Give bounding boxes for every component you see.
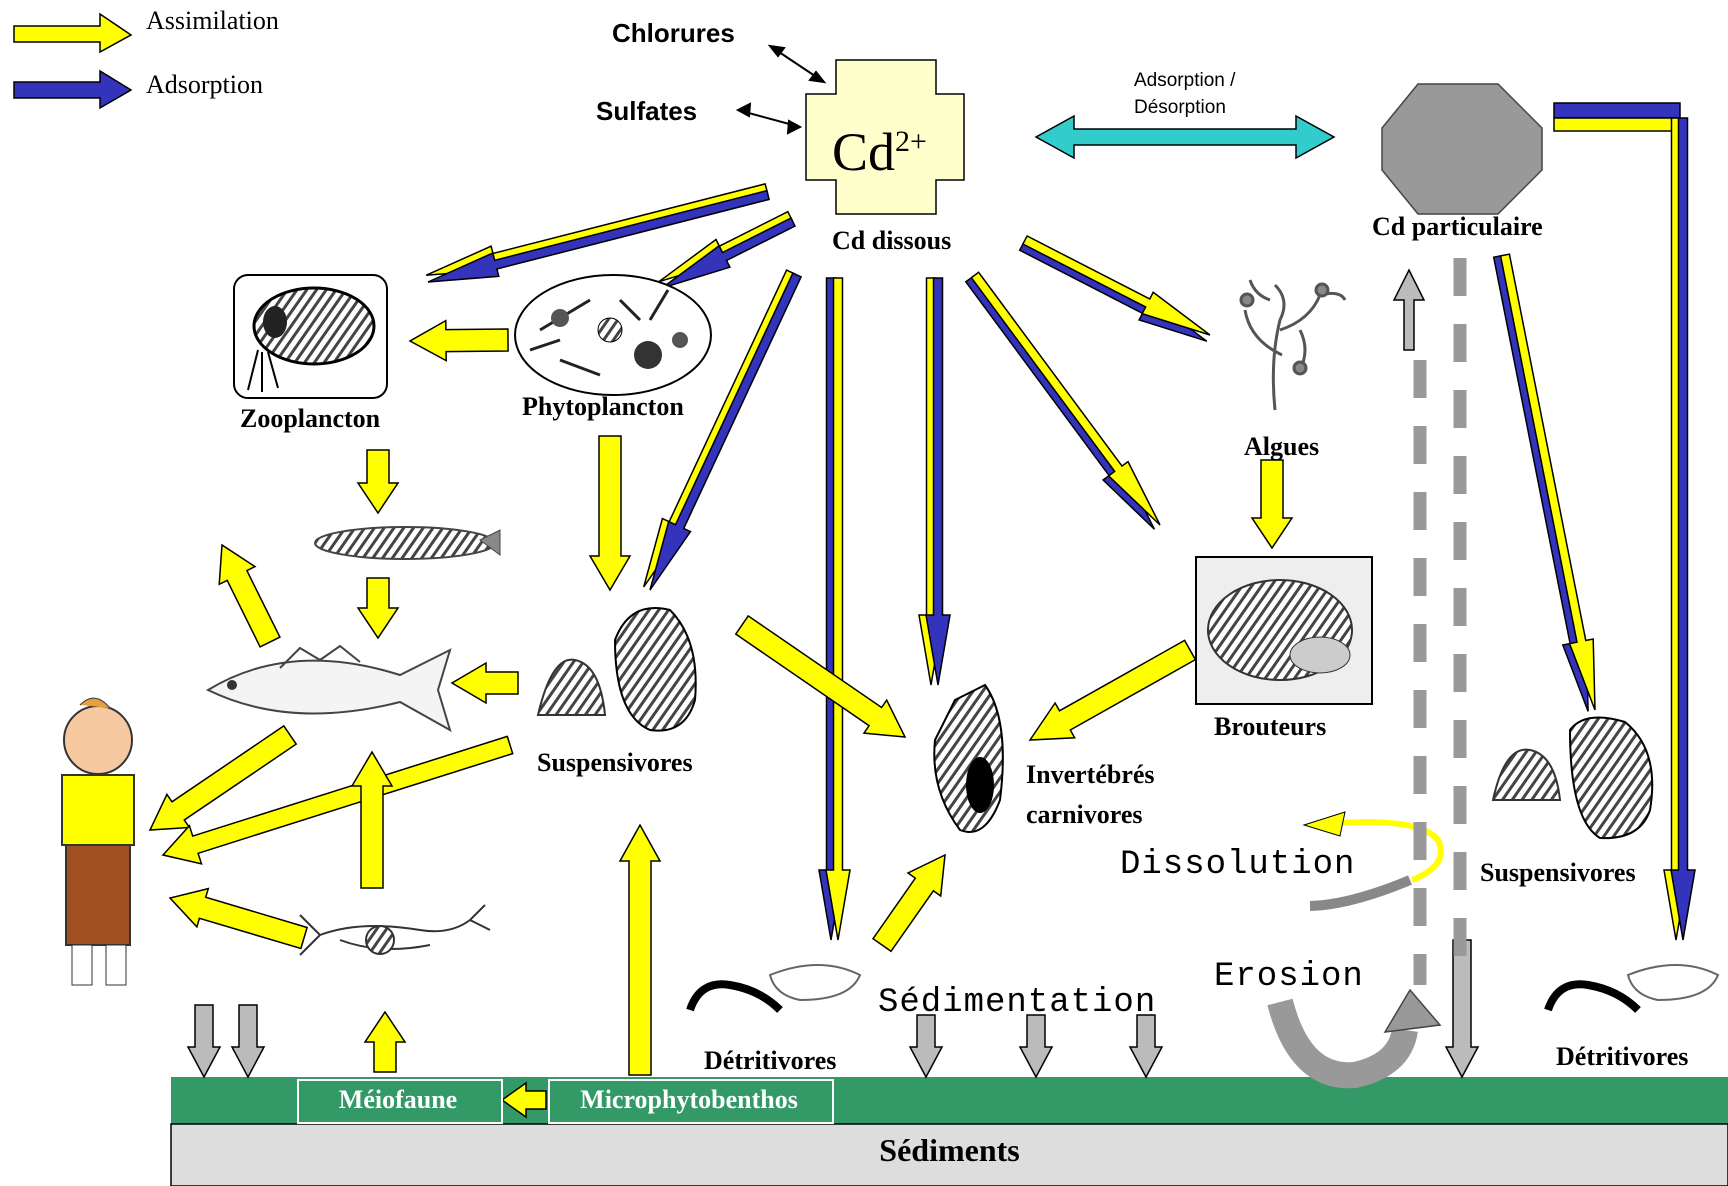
meiofauna-box — [297, 1079, 503, 1124]
human-consumer-figure — [61, 697, 135, 986]
flux-resuspension-up — [1392, 268, 1426, 351]
dissolution-curve-arrow — [1302, 811, 1444, 911]
zooplankton-illustration — [233, 274, 388, 399]
flux-settling-3 — [908, 1014, 944, 1079]
flux-settling-1 — [186, 1004, 222, 1079]
adsorption-desorption-label-1: Adsorption / — [1134, 70, 1236, 91]
sulfates-exchange-arrow — [735, 102, 803, 135]
invertebres-label-1: Invertébrés — [1026, 760, 1155, 789]
flux-settling-2 — [230, 1004, 266, 1079]
dissolution-label: Dissolution — [1120, 846, 1356, 884]
adsorption-desorption-label-2: Désorption — [1134, 97, 1226, 118]
chlorures-exchange-arrow — [767, 44, 827, 84]
sculpin-fish-illustration — [314, 526, 501, 560]
flux-phyto-to-zoo — [408, 319, 509, 362]
algae-illustration — [1239, 279, 1347, 411]
flux-phyto-to-suspensivores — [588, 435, 632, 592]
phytoplankton-illustration — [514, 274, 712, 396]
flux-cd-to-grazers-assimilation — [970, 271, 1161, 526]
flux-microphyto-to-suspensivores — [618, 823, 662, 1076]
bivalve-cockle-left — [536, 658, 607, 716]
suspensivores-left-label: Suspensivores — [537, 748, 693, 777]
cd-ion-label: Cd2+ — [832, 112, 927, 182]
flux-shrimp-to-bass — [350, 750, 394, 889]
detritivores-left-label: Détritivores — [704, 1046, 837, 1075]
microphytobenthos-box — [548, 1079, 834, 1124]
shrimp-illustration — [299, 904, 491, 956]
sediment-surface-band — [171, 1077, 1728, 1124]
meiofaune-label: Méiofaune — [338, 1084, 458, 1114]
flux-zoo-to-fish — [356, 449, 400, 515]
sea-bass-illustration — [205, 644, 452, 733]
flux-meiofauna-to-shrimp — [363, 1010, 407, 1073]
oyster-left — [613, 607, 697, 732]
cd-ion-symbol: Cd — [832, 122, 896, 182]
whelk-illustration — [933, 683, 1004, 833]
flux-bass-to-human — [148, 724, 298, 831]
worm-amphipod-right — [1544, 964, 1720, 1013]
algues-label: Algues — [1244, 432, 1320, 461]
flux-suspensivores-to-invertebrates — [734, 614, 907, 738]
flux-sculpin-to-bass — [356, 577, 400, 640]
worm-amphipod-left — [686, 964, 862, 1013]
flux-cd-to-algae-assimilation — [1021, 234, 1211, 336]
adsorption-desorption-arrow — [1034, 114, 1336, 160]
erosion-curve-arrow — [1267, 988, 1442, 1089]
flux-particulate-to-detritivores-assimilation — [1670, 117, 1696, 941]
flux-cd-to-detritivores-assimilation — [825, 277, 851, 941]
erosion-label: Erosion — [1214, 958, 1364, 996]
flux-suspensivores-to-bass — [450, 661, 519, 705]
cd-dissous-label: Cd dissous — [832, 226, 952, 255]
legend-adsorption-arrow — [13, 69, 133, 110]
sulfates-label: Sulfates — [596, 96, 698, 126]
sedimentation-label: Sédimentation — [878, 984, 1157, 1022]
flux-settling-5 — [1128, 1014, 1164, 1079]
sediment-bed — [170, 1123, 1728, 1186]
invertebres-label-2: carnivores — [1026, 800, 1143, 829]
bivalve-cockle-right — [1491, 748, 1562, 801]
cd-particulaire-label: Cd particulaire — [1372, 212, 1543, 241]
flux-bass-to-up — [218, 543, 281, 648]
flux-detritivores-to-invertebrates — [871, 853, 946, 953]
brouteurs-label: Brouteurs — [1214, 712, 1327, 741]
flux-suspensivores-to-human — [161, 735, 514, 865]
flux-cd-to-phytoplankton-assimilation — [661, 216, 797, 289]
legend-assimilation-arrow — [13, 12, 133, 54]
microphytobenthos-label: Microphytobenthos — [580, 1084, 798, 1114]
flux-cd-to-invertebrates-assimilation — [925, 277, 951, 686]
cd-ion-charge: 2+ — [895, 125, 927, 158]
zooplancton-label: Zooplancton — [240, 404, 381, 433]
flux-microphyto-to-meiofauna — [500, 1081, 547, 1119]
legend-adsorption-label: Adsorption — [146, 70, 263, 99]
flux-settling-6 — [1444, 939, 1480, 1079]
flux-particulate-to-suspensivores-assimilation — [1499, 253, 1596, 711]
flux-particulate-right-top-assimilation — [1553, 117, 1681, 132]
flux-shrimp-to-human — [168, 887, 309, 950]
legend-assimilation-label: Assimilation — [146, 6, 279, 35]
flux-settling-4 — [1018, 1014, 1054, 1079]
sediments-label: Sédiments — [879, 1132, 1020, 1168]
chlorures-label: Chlorures — [612, 18, 735, 48]
oyster-right — [1568, 716, 1654, 840]
phytoplancton-label: Phytoplancton — [522, 392, 684, 421]
flux-particulate-right-top-adsorption — [1553, 102, 1681, 119]
suspensivores-right-label: Suspensivores — [1480, 858, 1636, 887]
flux-cd-to-suspensivores-assimilation — [649, 272, 803, 591]
flux-algae-to-grazers — [1250, 459, 1294, 550]
detritivores-right-label: Détritivores — [1556, 1042, 1689, 1071]
cd-dissolved-box — [805, 59, 965, 215]
grazer-snail-illustration — [1195, 556, 1373, 705]
flux-cd-to-zooplankton-assimilation — [427, 189, 771, 283]
cd-particulate-octagon — [1381, 83, 1543, 215]
flux-grazers-to-invertebrates — [1028, 639, 1197, 741]
